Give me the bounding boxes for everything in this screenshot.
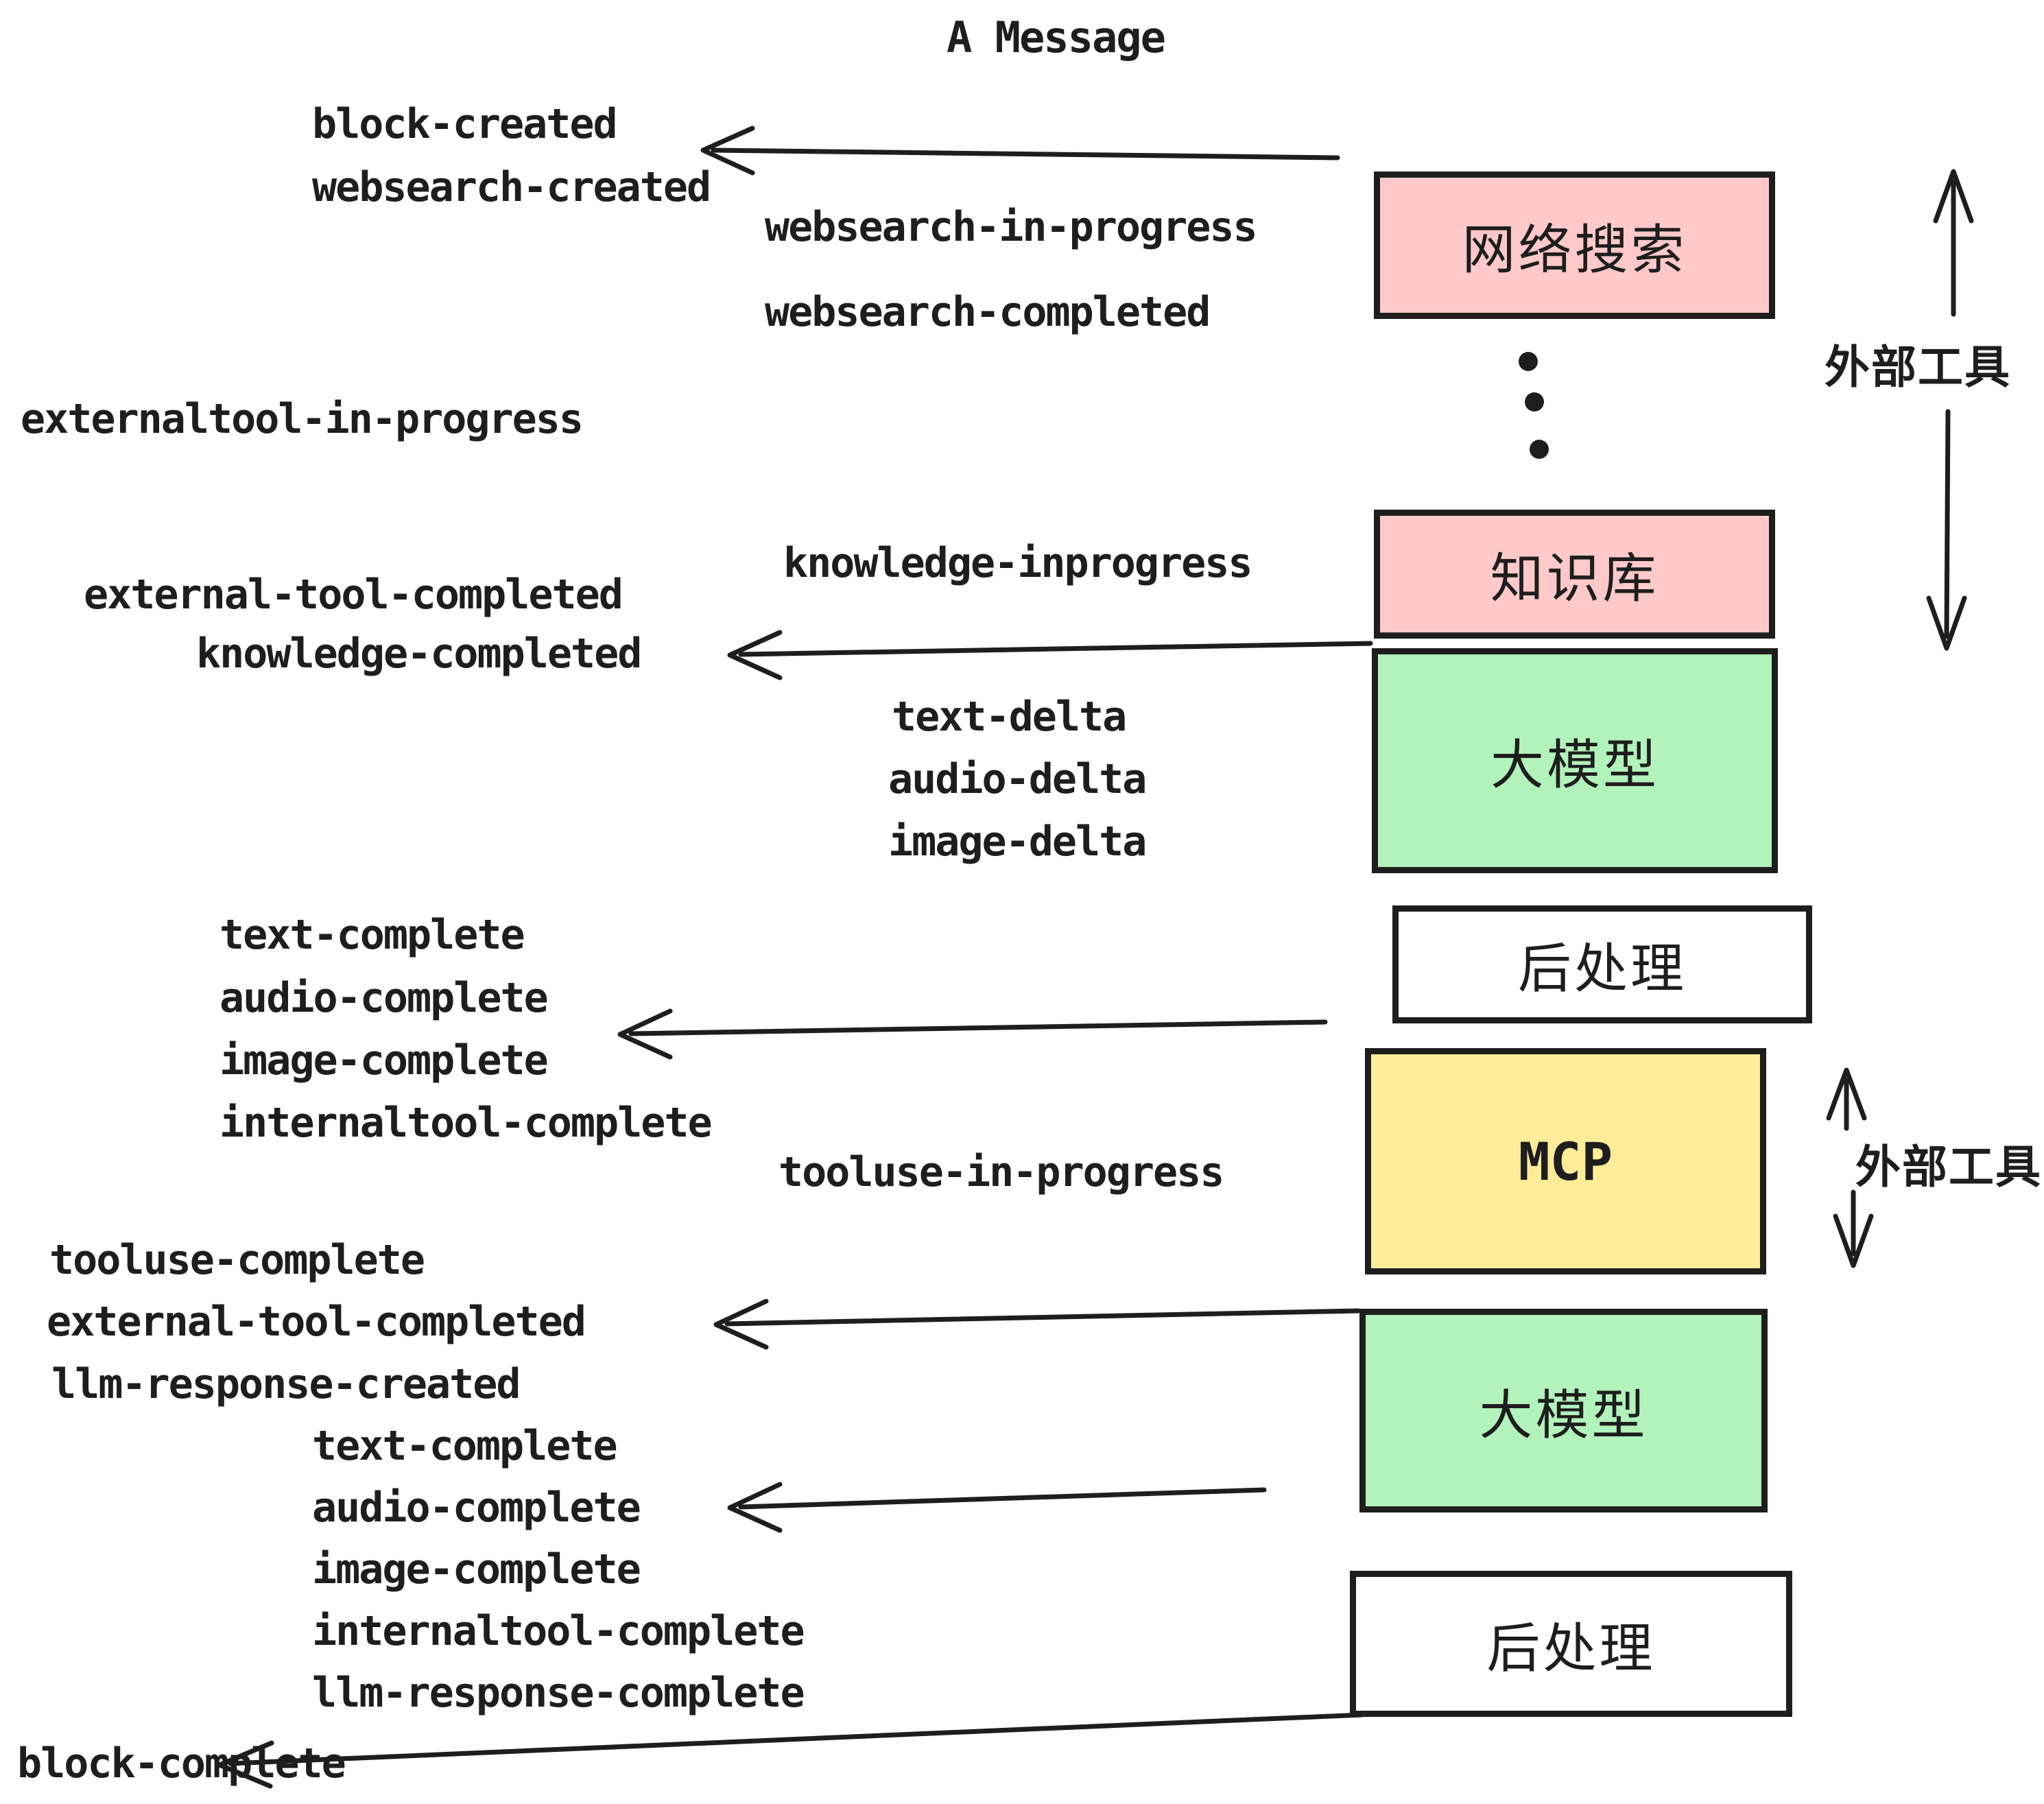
arrow-to-block-complete	[217, 1712, 1364, 1789]
event-label-tooluse-in-progress: tooluse-in-progress	[779, 1148, 1224, 1196]
external-tools-down-arrow-2	[1833, 1189, 1874, 1268]
external-tools-label-1: 外部工具	[1825, 341, 2011, 394]
external-tools-up-arrow-1	[1933, 169, 1974, 317]
external-tools-label-2: 外部工具	[1855, 1141, 2042, 1194]
event-label-llm-response-created: llm-response-created	[51, 1360, 521, 1408]
mcp-box: MCP	[1365, 1048, 1766, 1274]
event-label-knowledge-completed: knowledge-completed	[196, 630, 642, 678]
postprocess-box-1: 后处理	[1392, 905, 1812, 1023]
event-label-external-tool-completed: external-tool-completed	[84, 571, 623, 619]
ellipsis-dots	[1519, 352, 1549, 459]
event-label-block-complete: block-complete	[17, 1740, 346, 1788]
llm-box-2-label: 大模型	[1479, 1384, 1648, 1447]
event-label-text-complete: text-complete	[219, 911, 525, 959]
arrow-to-tooluse-complete	[713, 1298, 1361, 1350]
event-label-knowledge-inprogress: knowledge-inprogress	[783, 539, 1252, 587]
event-label-external-tool-completed-2: external-tool-completed	[47, 1298, 586, 1346]
llm-box-2: 大模型	[1359, 1309, 1768, 1512]
diagram-title: A Message	[947, 12, 1166, 62]
llm-box-1: 大模型	[1372, 648, 1778, 873]
arrow-to-websearch-created	[700, 126, 1340, 176]
event-label-audio-complete-2: audio-complete	[312, 1484, 641, 1532]
websearch-box: 网络搜索	[1374, 171, 1775, 319]
event-label-websearch-created: websearch-created	[312, 163, 711, 211]
event-label-text-complete-2: text-complete	[312, 1422, 618, 1470]
event-label-internaltool-complete: internaltool-complete	[219, 1099, 713, 1147]
event-label-internaltool-complete-2: internaltool-complete	[312, 1607, 805, 1655]
knowledge-box-label: 知识库	[1490, 548, 1659, 610]
event-label-websearch-completed: websearch-completed	[765, 288, 1211, 336]
postprocess-box-1-label: 后处理	[1517, 938, 1687, 1000]
external-tools-down-arrow-1	[1926, 409, 1967, 651]
websearch-box-label: 网络搜索	[1462, 219, 1687, 281]
event-label-websearch-in-progress: websearch-in-progress	[765, 203, 1258, 251]
event-label-tooluse-complete: tooluse-complete	[49, 1236, 425, 1284]
mcp-box-label: MCP	[1518, 1130, 1613, 1192]
event-label-externaltool-in-progress: externaltool-in-progress	[21, 395, 584, 443]
postprocess-box-2-label: 后处理	[1486, 1617, 1656, 1680]
arrow-to-knowledge-completed	[727, 630, 1373, 680]
event-label-image-complete: image-complete	[219, 1036, 549, 1084]
llm-box-1-label: 大模型	[1490, 735, 1659, 796]
arrow-to-image-complete	[617, 1008, 1328, 1060]
external-tools-up-arrow-2	[1826, 1067, 1867, 1131]
postprocess-box-2: 后处理	[1350, 1571, 1792, 1717]
event-label-llm-response-complete: llm-response-complete	[312, 1669, 805, 1717]
event-label-image-complete-2: image-complete	[312, 1545, 641, 1593]
event-label-audio-delta: audio-delta	[888, 755, 1147, 803]
event-label-text-delta: text-delta	[892, 693, 1127, 741]
knowledge-box: 知识库	[1374, 510, 1775, 639]
event-label-block-created: block-created	[312, 100, 618, 148]
event-label-audio-complete: audio-complete	[219, 974, 549, 1022]
event-label-image-delta: image-delta	[888, 818, 1147, 866]
arrow-to-audio-complete	[727, 1482, 1267, 1533]
